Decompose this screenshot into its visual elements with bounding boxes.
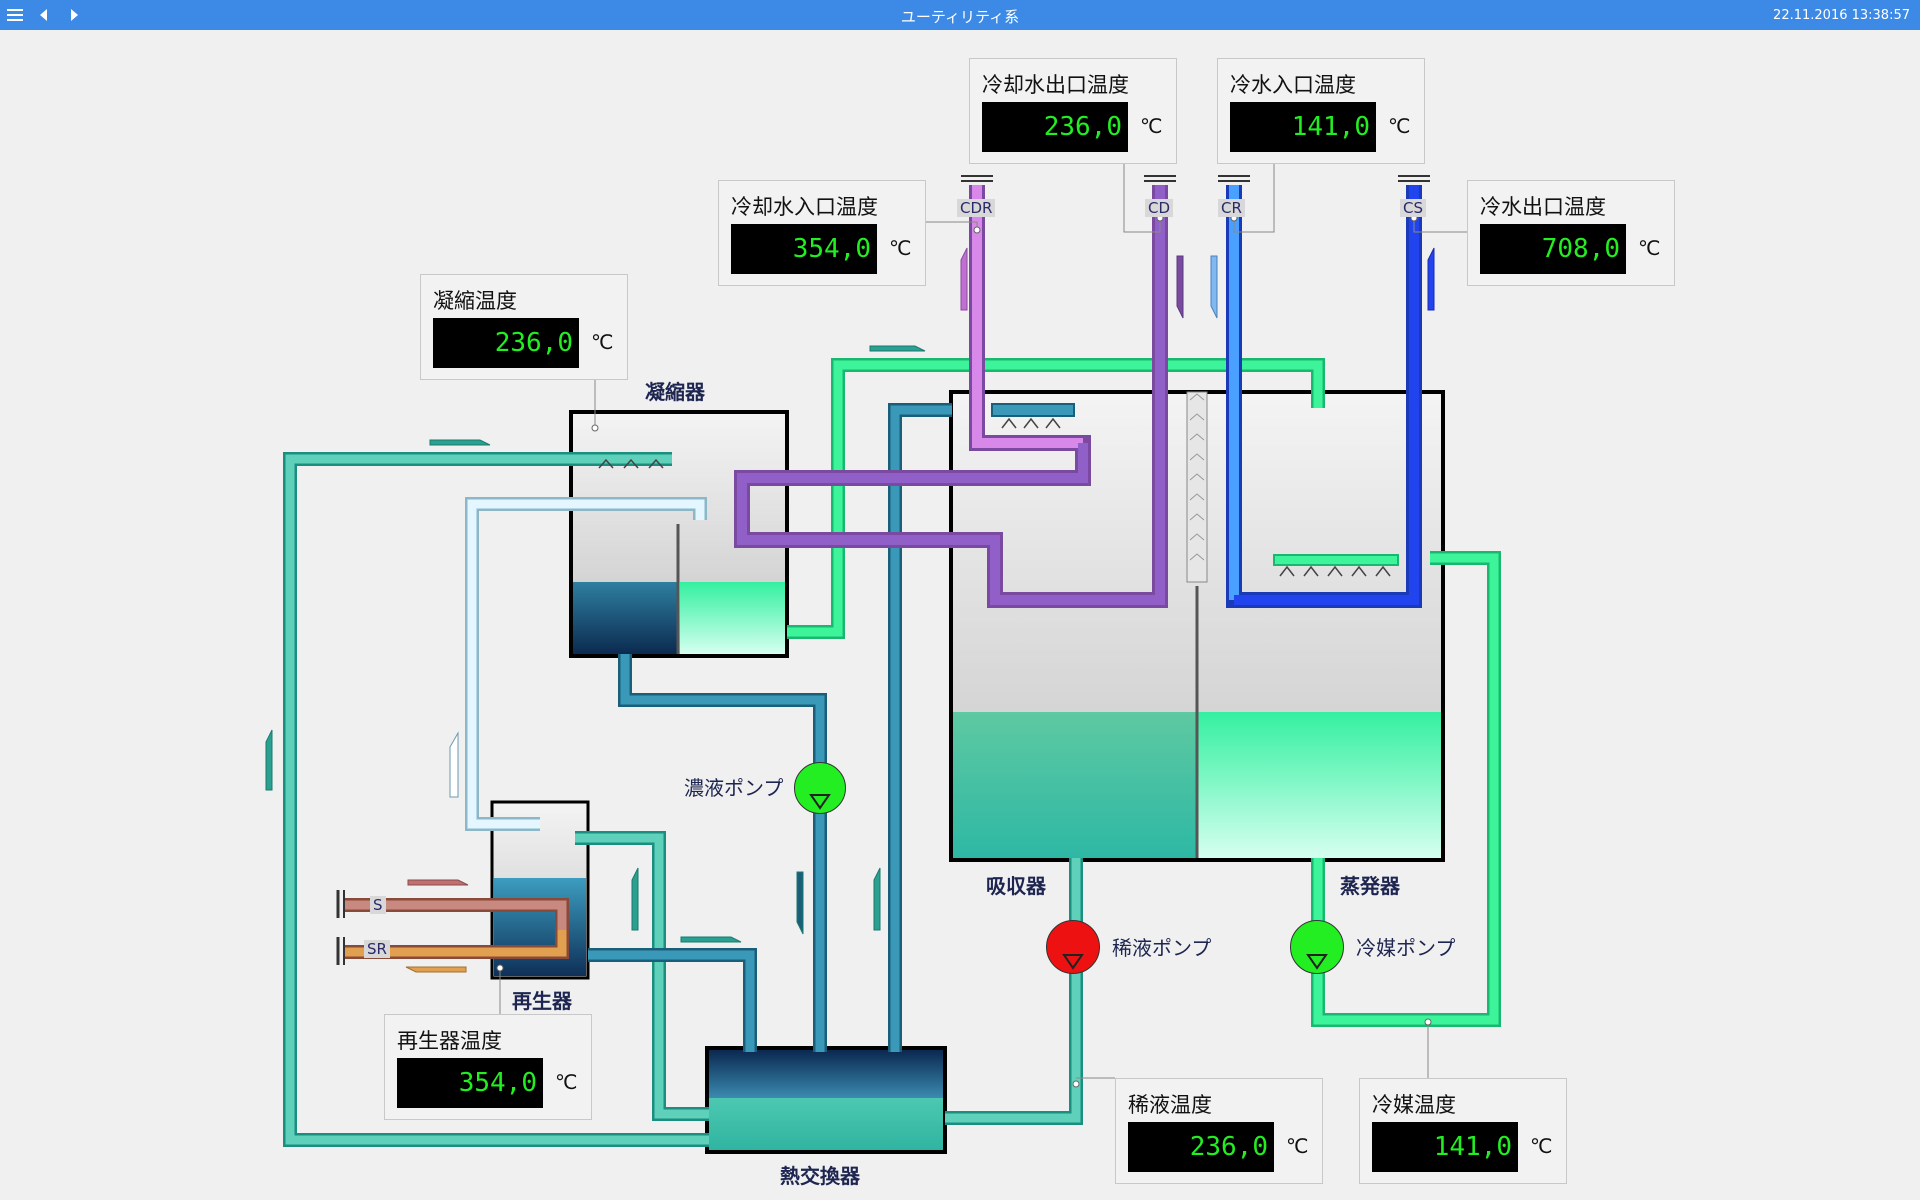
pump-triangle-icon [809,794,831,810]
tag-cs: CS [1400,199,1426,217]
reading-unit: ℃ [1388,114,1411,138]
reading-value: 141,0 [1372,1122,1518,1172]
condensation-temp-panel: 凝縮温度 236,0 ℃ [420,274,628,380]
tag-cd: CD [1145,199,1174,217]
refrigerant-pump-label: 冷媒ポンプ [1356,936,1456,960]
refrigerant-pump[interactable] [1290,920,1344,974]
concentrated-pump-label: 濃液ポンプ [684,776,784,800]
reading-unit: ℃ [1638,236,1661,260]
absorber-label: 吸収器 [986,874,1046,898]
condenser-label: 凝縮器 [645,380,705,404]
refrigerant-temp-panel: 冷媒温度 141,0 ℃ [1359,1078,1567,1184]
tag-s: S [370,896,386,914]
cooling-water-inlet-panel: 冷却水入口温度 354,0 ℃ [718,180,926,286]
reading-label: 凝縮温度 [433,289,517,313]
evaporator-label: 蒸発器 [1340,874,1400,898]
reading-unit: ℃ [1530,1134,1553,1158]
reading-value: 236,0 [1128,1122,1274,1172]
reading-label: 再生器温度 [397,1029,502,1053]
concentrated-pump[interactable] [794,762,846,814]
reading-value: 708,0 [1480,224,1626,274]
menu-icon[interactable] [2,0,28,30]
reading-label: 冷却水出口温度 [982,73,1129,97]
dilute-temp-panel: 稀液温度 236,0 ℃ [1115,1078,1323,1184]
reading-unit: ℃ [1286,1134,1309,1158]
tag-sr: SR [364,940,390,958]
heat-exchanger-label: 熱交換器 [780,1164,860,1188]
pump-triangle-icon [1062,954,1084,970]
reading-unit: ℃ [889,236,912,260]
screen-title: ユーティリティ系 [900,8,1020,26]
pump-triangle-icon [1306,954,1328,970]
datetime: 22.11.2016 13:38:57 [1773,8,1910,23]
reading-label: 稀液温度 [1128,1093,1212,1117]
reading-unit: ℃ [555,1070,578,1094]
reading-unit: ℃ [591,330,614,354]
cooling-water-outlet-panel: 冷却水出口温度 236,0 ℃ [969,58,1177,164]
tag-cdr: CDR [957,199,996,217]
reading-label: 冷水入口温度 [1230,73,1356,97]
back-arrow-icon[interactable] [30,0,56,30]
forward-arrow-icon[interactable] [62,0,88,30]
dilute-pump[interactable] [1046,920,1100,974]
reading-value: 236,0 [433,318,579,368]
reading-value: 141,0 [1230,102,1376,152]
reading-value: 354,0 [731,224,877,274]
dilute-pump-label: 稀液ポンプ [1112,936,1212,960]
reading-value: 236,0 [982,102,1128,152]
reading-value: 354,0 [397,1058,543,1108]
top-bar: ユーティリティ系 22.11.2016 13:38:57 [0,0,1920,30]
tag-cr: CR [1218,199,1245,217]
reading-label: 冷水出口温度 [1480,195,1606,219]
chilled-water-inlet-panel: 冷水入口温度 141,0 ℃ [1217,58,1425,164]
reading-label: 冷却水入口温度 [731,195,878,219]
regenerator-label: 再生器 [512,989,572,1013]
reading-label: 冷媒温度 [1372,1093,1456,1117]
chilled-water-outlet-panel: 冷水出口温度 708,0 ℃ [1467,180,1675,286]
regenerator-temp-panel: 再生器温度 354,0 ℃ [384,1014,592,1120]
reading-unit: ℃ [1140,114,1163,138]
